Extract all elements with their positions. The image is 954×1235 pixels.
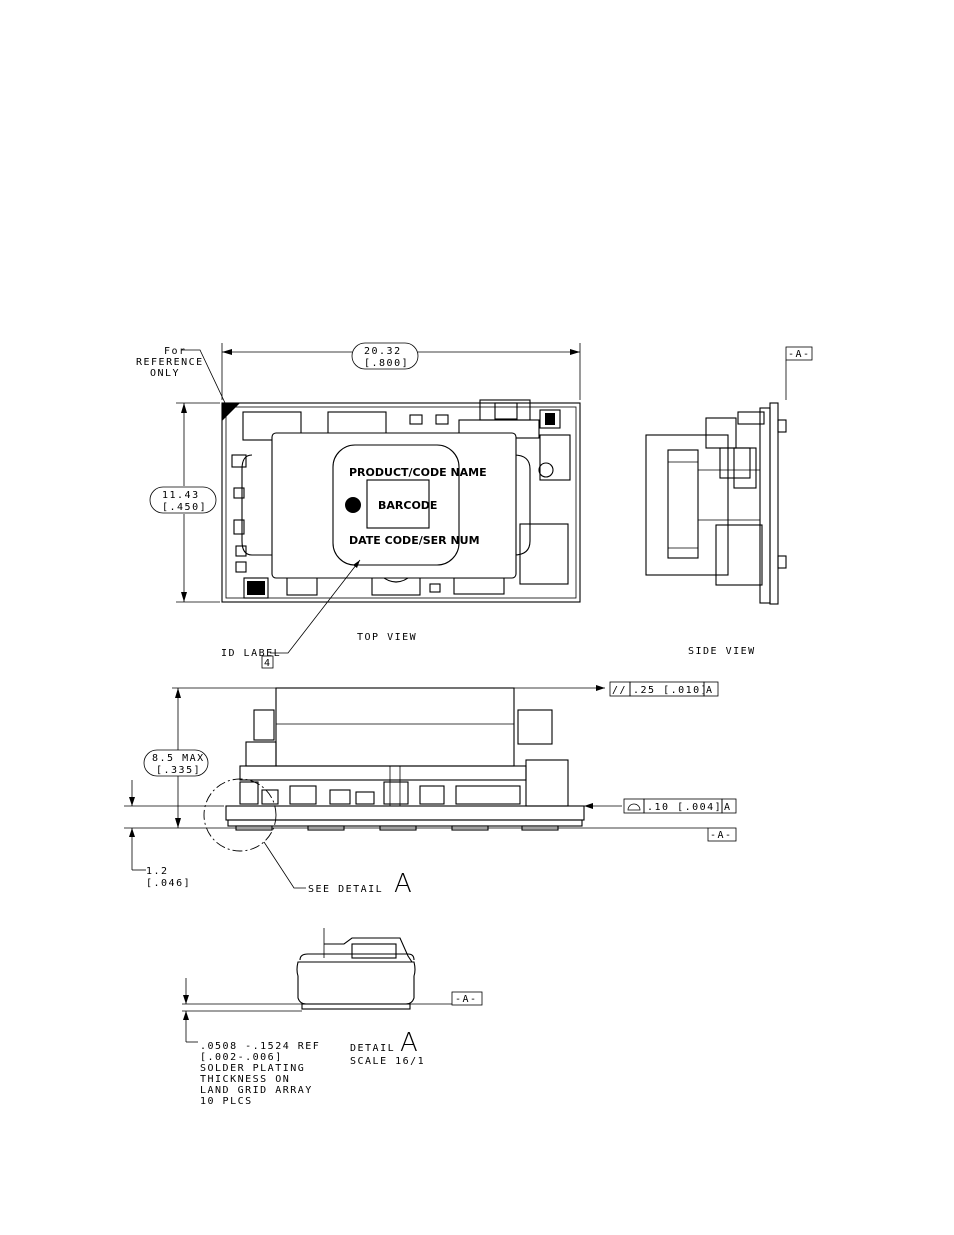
detail-datum: -A- bbox=[455, 994, 478, 1005]
width-dimension-mm: 20.32 bbox=[364, 346, 402, 357]
detail-note-line1: .0508 -.1524 REF bbox=[200, 1041, 320, 1052]
pin-one-dot bbox=[345, 497, 361, 513]
see-detail-text: SEE DETAIL bbox=[308, 884, 383, 895]
width-dimension-in: [.800] bbox=[364, 358, 409, 369]
front-datum: -A- bbox=[710, 830, 733, 841]
side-view: -A- SIDE VIEW bbox=[646, 347, 812, 657]
profile-value: .10 [.004] bbox=[647, 802, 722, 813]
reference-note-line2: REFERENCE bbox=[136, 357, 204, 368]
detail-note-line3: SOLDER PLATING bbox=[200, 1063, 305, 1074]
side-view-datum: -A- bbox=[788, 349, 811, 360]
see-detail-letter: A bbox=[394, 869, 412, 899]
parallelism-value: .25 [.010] bbox=[633, 685, 708, 696]
detail-note-line5: LAND GRID ARRAY bbox=[200, 1085, 313, 1096]
front-elevation: // .25 [.010] A .10 [.004] A -A- 8.5 MAX… bbox=[124, 682, 736, 899]
parallelism-datum-ref: A bbox=[706, 685, 714, 696]
detail-a: -A- .0508 -.1524 REF [.002-.006] SOLDER … bbox=[182, 928, 482, 1107]
product-code-name-text: PRODUCT/CODE NAME bbox=[349, 466, 487, 479]
standoff-in: [.046] bbox=[146, 878, 191, 889]
detail-scale: SCALE 16/1 bbox=[350, 1056, 425, 1067]
height-dimension-in: [.450] bbox=[162, 502, 207, 513]
reference-note-line1: For bbox=[164, 346, 187, 357]
top-view: PRODUCT/CODE NAME BARCODE DATE CODE/SER … bbox=[136, 343, 580, 669]
max-height-mm: 8.5 MAX bbox=[152, 753, 205, 764]
detail-note-line6: 10 PLCS bbox=[200, 1096, 253, 1107]
profile-datum-ref: A bbox=[724, 802, 732, 813]
reference-note-line3: ONLY bbox=[150, 368, 180, 379]
date-code-text: DATE CODE/SER NUM bbox=[349, 534, 480, 547]
reference-corner-mark bbox=[222, 403, 240, 421]
height-dimension-mm: 11.43 bbox=[162, 490, 200, 501]
detail-note-line2: [.002-.006] bbox=[200, 1052, 283, 1063]
top-view-title: TOP VIEW bbox=[357, 632, 417, 643]
max-height-in: [.335] bbox=[156, 765, 201, 776]
detail-note-line4: THICKNESS ON bbox=[200, 1074, 290, 1085]
detail-title-letter: A bbox=[400, 1028, 418, 1058]
barcode-text: BARCODE bbox=[378, 499, 437, 512]
side-view-title: SIDE VIEW bbox=[688, 646, 756, 657]
id-label-text: ID LABEL bbox=[221, 648, 281, 659]
detail-title: DETAIL bbox=[350, 1043, 395, 1054]
standoff-mm: 1.2 bbox=[146, 866, 169, 877]
id-label-ref: 4 bbox=[264, 658, 272, 669]
parallelism-symbol: // bbox=[612, 685, 627, 696]
